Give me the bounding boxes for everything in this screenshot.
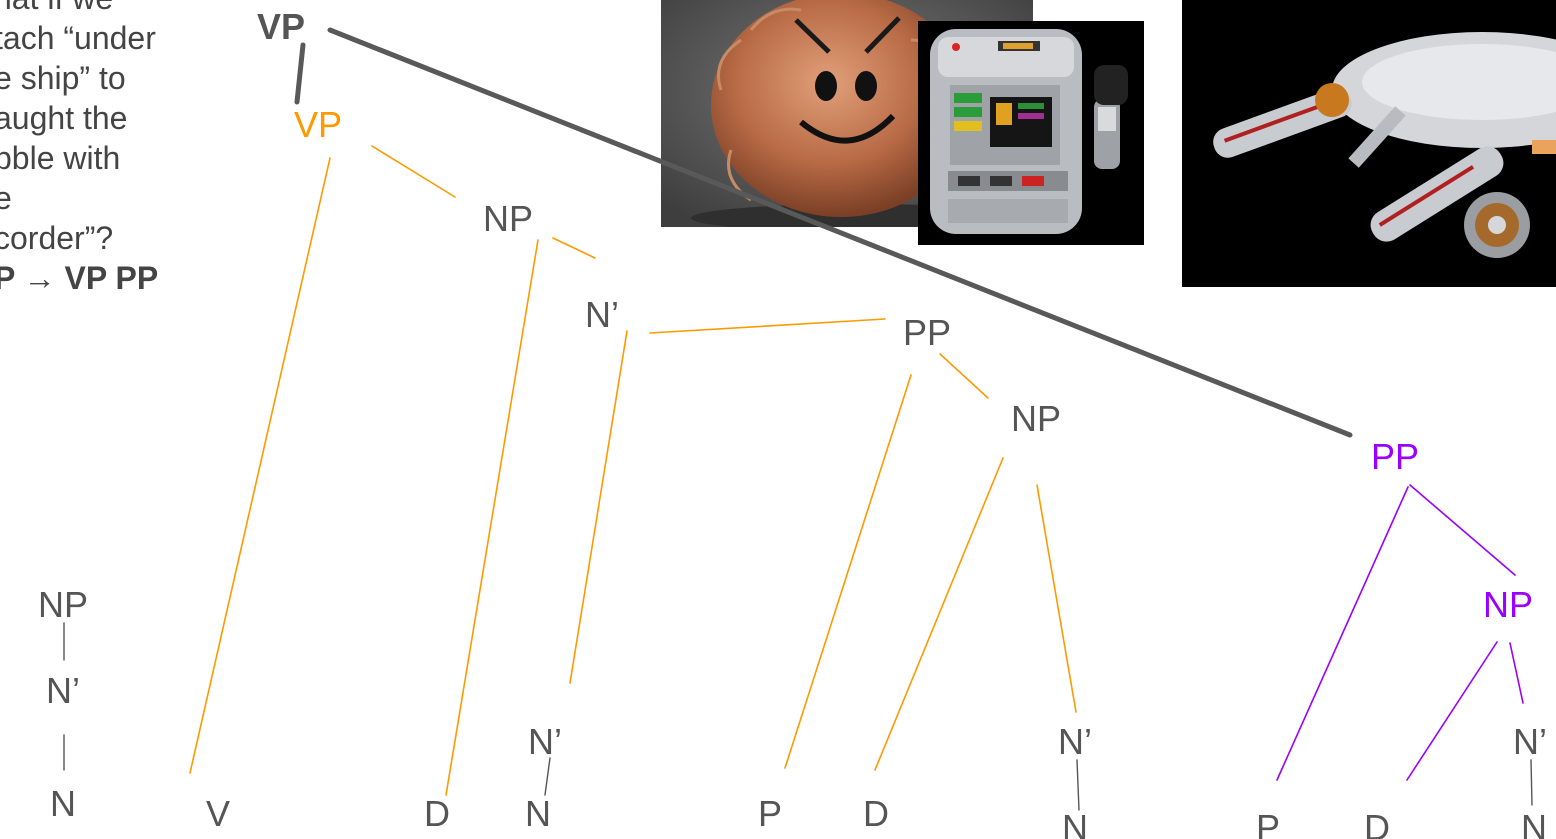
node-left-np: NP: [37, 584, 89, 625]
leaf-d2: D: [863, 793, 889, 834]
branch-nbar3-n3: [1530, 759, 1533, 806]
leaf-d1: D: [424, 793, 450, 834]
node-nbar-main: N’: [585, 294, 619, 335]
branch-vp-np: [371, 145, 456, 198]
branch-np-d: [445, 239, 539, 796]
leaf-p2: P: [1255, 807, 1281, 839]
leaf-n1: N: [525, 793, 551, 834]
leaf-v: V: [205, 793, 231, 834]
question-line: hat if we: [0, 0, 244, 18]
branch-top-vp-pp: [327, 27, 1353, 438]
branch-nbar1-n1: [544, 757, 551, 796]
branch-np-nbar2: [1036, 484, 1077, 713]
node-nbar-1: N’: [528, 721, 562, 762]
node-left-n: N: [50, 783, 76, 824]
question-line: tach “under: [0, 20, 156, 56]
branch-nbar2-n2: [1076, 759, 1080, 811]
branch-np-d2: [874, 457, 1004, 771]
branch-pp-np: [939, 353, 989, 399]
node-pp-with: PP: [902, 312, 952, 353]
node-nbar-3: N’: [1513, 721, 1547, 762]
question-line: corder”?: [0, 220, 114, 256]
leaf-d3: D: [1364, 807, 1390, 839]
branch-pp-p: [784, 374, 912, 769]
question-line: e ship” to: [0, 60, 126, 96]
branch-vp-v: [189, 157, 331, 774]
leaf-p1: P: [757, 793, 783, 834]
question-text: hat if we tach “under e ship” to aught t…: [0, 0, 244, 298]
leaf-n3: N: [1521, 807, 1547, 839]
branch-pp-np2: [1409, 484, 1516, 576]
node-top-vp: VP: [256, 6, 306, 47]
branch-pp-p2: [1276, 486, 1409, 781]
branch-top-vp-inner: [294, 42, 306, 105]
branch-np-d3: [1406, 641, 1498, 781]
node-pp-under: PP: [1370, 436, 1420, 477]
question-line: e: [0, 180, 12, 216]
grammar-rule: P → VP PP: [0, 260, 159, 296]
branch-np-nbar3: [1509, 642, 1524, 704]
node-nbar-2: N’: [1058, 721, 1092, 762]
leaf-n2: N: [1062, 807, 1088, 839]
branch-nbar-nbar1: [569, 330, 628, 684]
node-np-under: NP: [1482, 584, 1534, 625]
branch-np-nbar: [552, 237, 596, 259]
question-line: bble with: [0, 140, 121, 176]
branch-nbar-pp: [649, 318, 886, 334]
tricorder-photo: [918, 21, 1144, 245]
node-left-nbar: N’: [46, 670, 80, 711]
node-inner-vp: VP: [293, 104, 343, 145]
node-np-main: NP: [482, 198, 534, 239]
question-line: aught the: [0, 100, 128, 136]
node-np-with: NP: [1010, 398, 1062, 439]
enterprise-photo: [1182, 0, 1556, 287]
